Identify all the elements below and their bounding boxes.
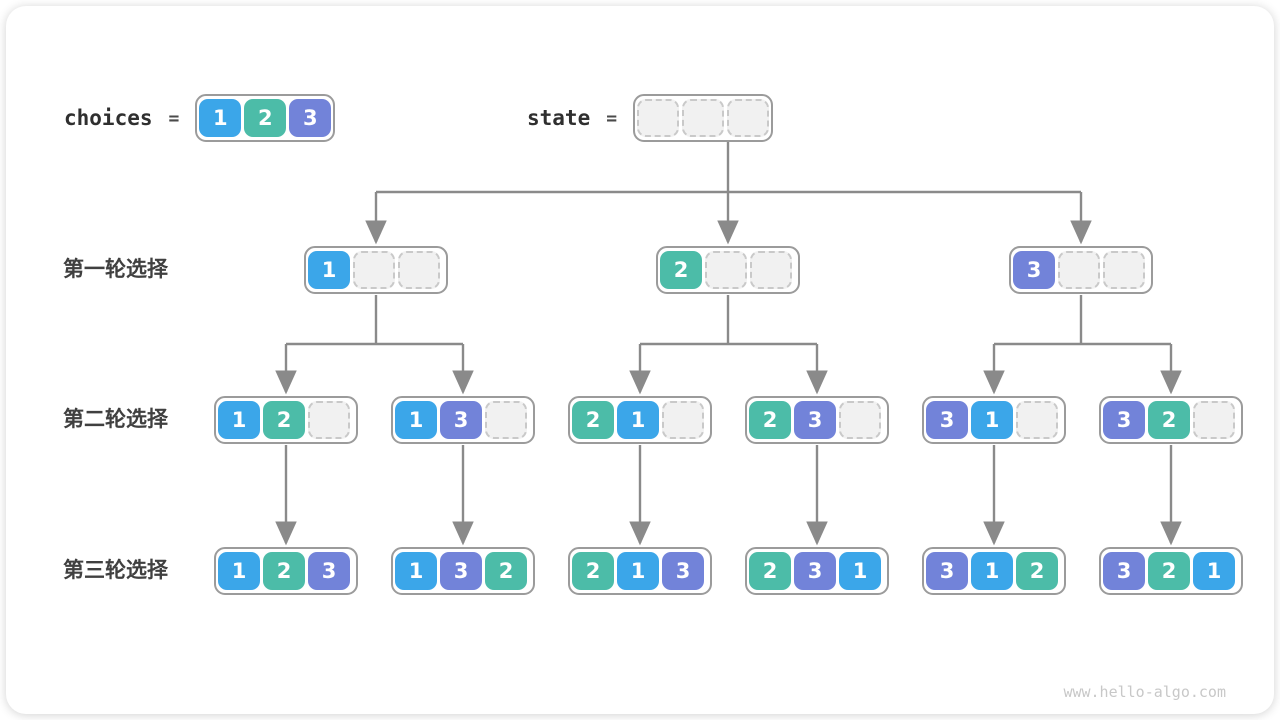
- state-node-r1-1: 2: [656, 246, 800, 294]
- empty-cell: [682, 99, 725, 137]
- value-cell: 2: [572, 552, 614, 590]
- empty-cell: [1016, 401, 1058, 439]
- empty-cell: [1103, 251, 1145, 289]
- value-cell: 2: [749, 401, 791, 439]
- state-header: state =: [527, 94, 774, 142]
- watermark-text: www.hello-algo.com: [1063, 683, 1226, 701]
- value-cell: 1: [218, 552, 260, 590]
- value-cell: 3: [308, 552, 350, 590]
- value-cell: 2: [485, 552, 527, 590]
- empty-cell: [398, 251, 440, 289]
- value-cell: 1: [971, 401, 1013, 439]
- value-cell: 1: [395, 552, 437, 590]
- value-cell: 1: [839, 552, 881, 590]
- value-cell: 3: [794, 401, 836, 439]
- round-2-label: 第二轮选择: [63, 408, 168, 431]
- empty-cell: [1058, 251, 1100, 289]
- value-cell: 1: [199, 99, 242, 137]
- value-cell: 1: [1193, 552, 1235, 590]
- equals-sign: =: [606, 107, 618, 129]
- value-cell: 2: [244, 99, 287, 137]
- empty-cell: [637, 99, 680, 137]
- value-cell: 2: [660, 251, 702, 289]
- empty-cell: [308, 401, 350, 439]
- value-cell: 3: [1013, 251, 1055, 289]
- empty-cell: [485, 401, 527, 439]
- equals-sign: =: [168, 107, 180, 129]
- value-cell: 2: [263, 552, 305, 590]
- empty-cell: [662, 401, 704, 439]
- round-3-label: 第三轮选择: [63, 559, 168, 582]
- value-cell: 1: [617, 552, 659, 590]
- round-1-label: 第一轮选择: [63, 258, 168, 281]
- value-cell: 1: [971, 552, 1013, 590]
- value-cell: 1: [218, 401, 260, 439]
- empty-cell: [750, 251, 792, 289]
- empty-cell: [705, 251, 747, 289]
- value-cell: 1: [617, 401, 659, 439]
- value-cell: 3: [440, 401, 482, 439]
- choices-label: choices: [64, 106, 153, 130]
- value-cell: 2: [749, 552, 791, 590]
- state-node-r1-2: 3: [1009, 246, 1153, 294]
- value-cell: 2: [572, 401, 614, 439]
- value-cell: 2: [1148, 552, 1190, 590]
- empty-cell: [727, 99, 770, 137]
- state-node-r1-0: 1: [304, 246, 448, 294]
- value-cell: 1: [395, 401, 437, 439]
- value-cell: 2: [1148, 401, 1190, 439]
- value-cell: 3: [926, 552, 968, 590]
- value-cell: 3: [440, 552, 482, 590]
- empty-cell: [353, 251, 395, 289]
- value-cell: 2: [263, 401, 305, 439]
- empty-cell: [1193, 401, 1235, 439]
- value-cell: 3: [289, 99, 332, 137]
- value-cell: 2: [1016, 552, 1058, 590]
- value-cell: 3: [794, 552, 836, 590]
- value-cell: 3: [926, 401, 968, 439]
- state-label: state: [527, 106, 591, 130]
- value-cell: 3: [1103, 552, 1145, 590]
- empty-cell: [839, 401, 881, 439]
- value-cell: 3: [662, 552, 704, 590]
- value-cell: 3: [1103, 401, 1145, 439]
- state-array-box: [633, 94, 774, 142]
- value-cell: 1: [308, 251, 350, 289]
